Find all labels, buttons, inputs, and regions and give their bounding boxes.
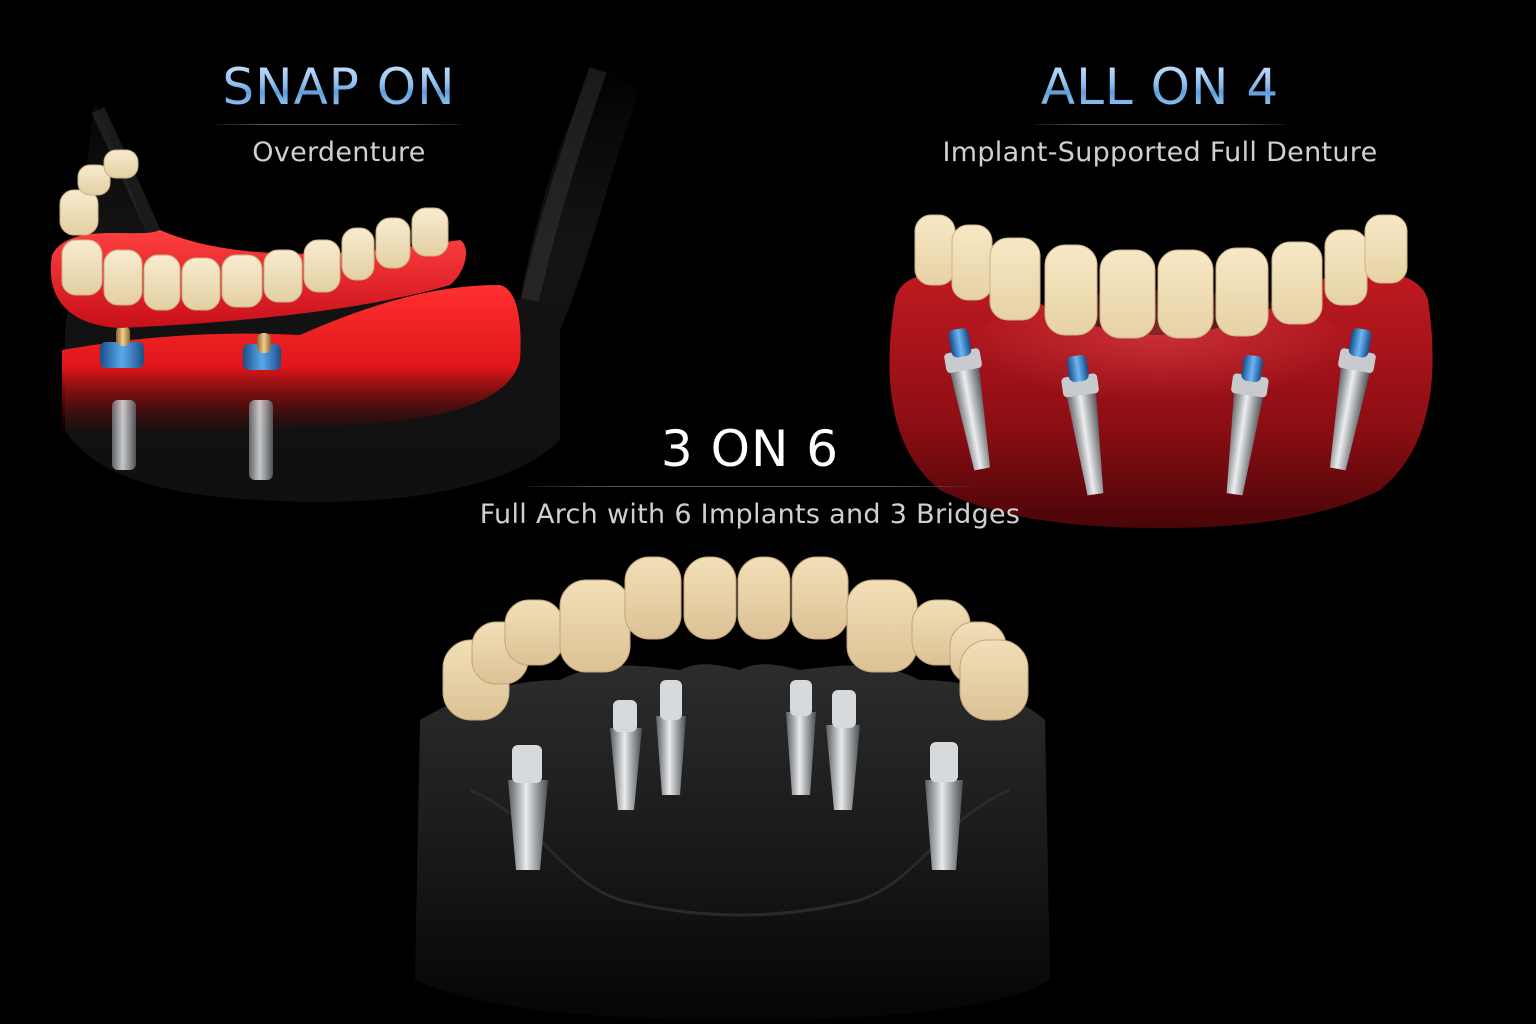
3-on-6-bridge-front — [624, 556, 849, 640]
3-on-6-implant-3 — [656, 680, 686, 795]
snap-on-implant-right — [243, 333, 281, 480]
all-on-4-subtitle: Implant-Supported Full Denture — [942, 137, 1378, 168]
3-on-6-title: 3 ON 6 — [660, 420, 840, 478]
all-on-4-heading: ALL ON 4 Implant-Supported Full Denture — [900, 62, 1420, 166]
all-on-4-denture-illustration — [889, 214, 1433, 528]
all-on-4-implant-4 — [1329, 328, 1376, 471]
3-on-6-subtitle: Full Arch with 6 Implants and 3 Bridges — [479, 499, 1021, 530]
3-on-6-implant-2 — [610, 700, 642, 810]
3-on-6-heading: 3 ON 6 Full Arch with 6 Implants and 3 B… — [450, 424, 1050, 528]
snap-on-subtitle: Overdenture — [252, 137, 426, 168]
3-on-6-full-arch-illustration — [415, 556, 1050, 1020]
3-on-6-implant-6 — [925, 742, 963, 870]
3-on-6-divider — [527, 486, 973, 487]
3-on-6-bridge-left — [442, 579, 631, 721]
all-on-4-implant-2 — [1061, 355, 1104, 496]
3-on-6-implant-4 — [786, 680, 816, 795]
snap-on-divider — [216, 124, 462, 125]
3-on-6-implant-5 — [826, 690, 860, 810]
snap-on-title: SNAP ON — [196, 62, 482, 112]
snap-on-overdenture-illustration — [50, 60, 640, 502]
all-on-4-title: ALL ON 4 — [900, 62, 1420, 112]
snap-on-heading: SNAP ON Overdenture — [196, 62, 482, 166]
all-on-4-implant-3 — [1226, 355, 1269, 496]
all-on-4-implant-1 — [944, 328, 991, 471]
3-on-6-implant-1 — [508, 745, 548, 870]
all-on-4-divider — [1035, 124, 1285, 125]
snap-on-implant-left — [100, 326, 144, 470]
3-on-6-bridge-right — [846, 579, 1029, 721]
